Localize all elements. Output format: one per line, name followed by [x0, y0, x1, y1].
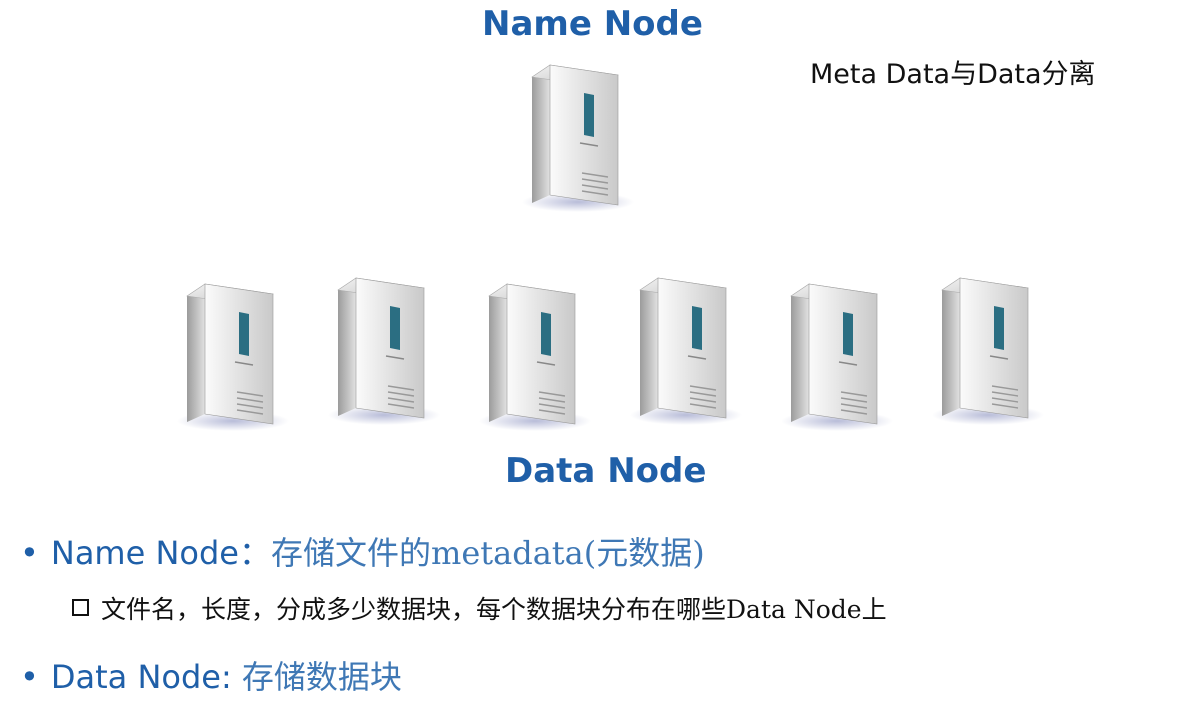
data-node-server-icon — [477, 274, 597, 434]
data-node-server-icon — [930, 268, 1050, 428]
bullet-label: Data Node: — [50, 658, 242, 696]
bullet-name-node: • Name Node：存储文件的metadata(元数据) — [20, 528, 705, 574]
bullet-label: Name Node： — [50, 534, 271, 572]
data-node-server-icon — [779, 274, 899, 434]
sub-bullet-metadata: 文件名，长度，分成多少数据块，每个数据块分布在哪些Data Node上 — [72, 590, 887, 626]
checkbox-bullet-icon — [72, 599, 89, 616]
data-node-server-icon — [628, 268, 748, 428]
bullet-data-node: • Data Node: 存储数据块 — [20, 652, 402, 698]
separation-note: Meta Data与Data分离 — [810, 59, 1096, 90]
data-node-title: Data Node — [505, 451, 707, 491]
name-node-server-icon — [520, 55, 640, 215]
data-node-server-icon — [326, 268, 446, 428]
bullet-desc: 存储文件的metadata(元数据) — [270, 534, 705, 572]
name-node-title: Name Node — [482, 4, 703, 44]
bullet-desc: 存储数据块 — [241, 658, 402, 696]
sub-bullet-text: 文件名，长度，分成多少数据块，每个数据块分布在哪些Data Node上 — [101, 595, 887, 624]
bullet-dot-icon: • — [20, 534, 39, 572]
bullet-dot-icon: • — [20, 658, 39, 696]
data-node-server-icon — [175, 274, 295, 434]
